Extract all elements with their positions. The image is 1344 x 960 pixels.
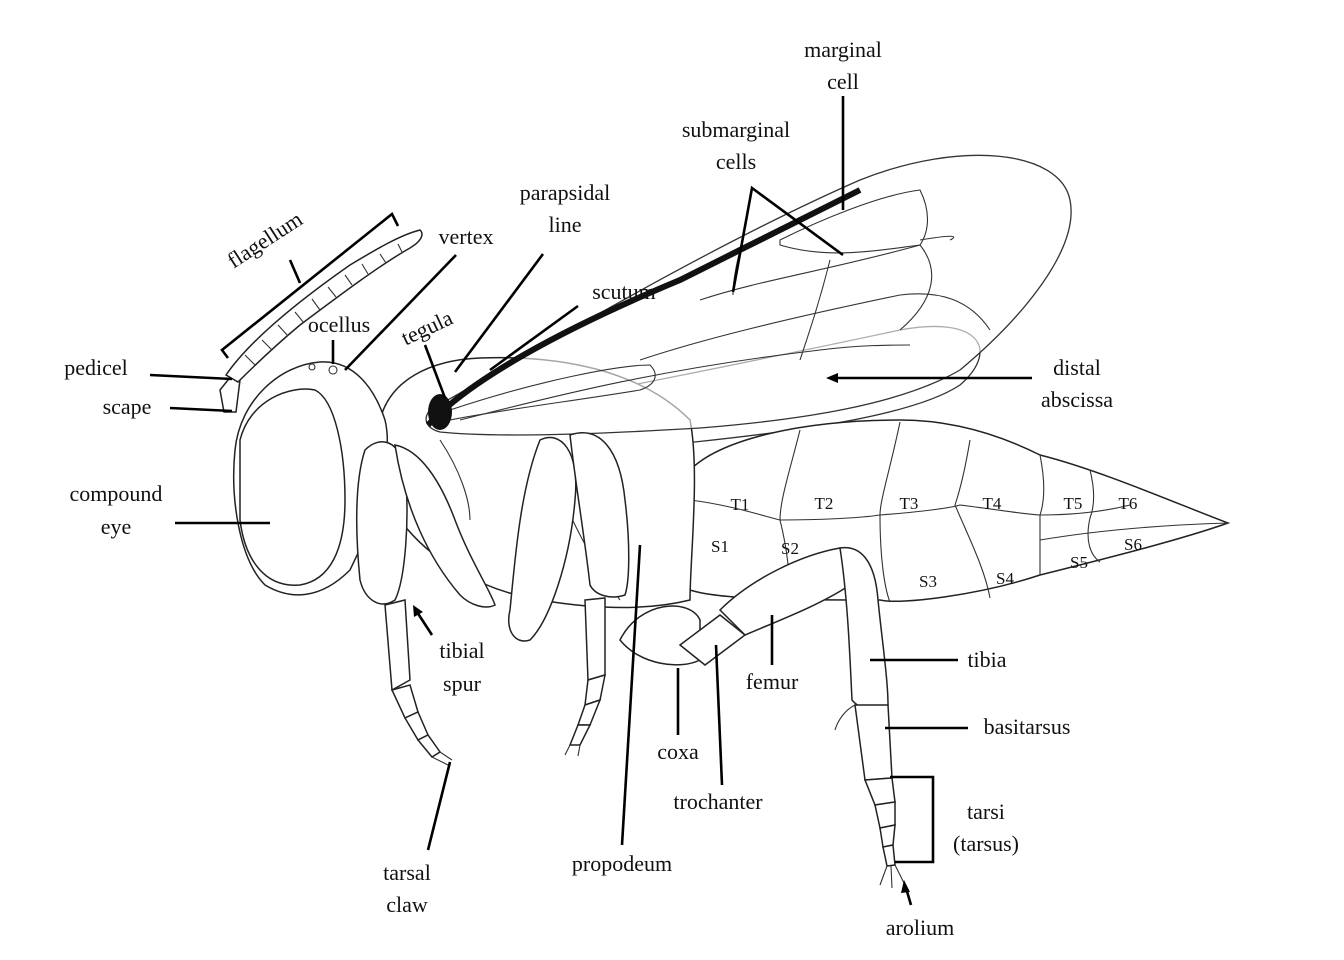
label-femur: femur [746,669,799,694]
label-sternum-3: S3 [919,572,937,591]
label-flagellum: flagellum [223,206,307,273]
label-submarginal-cells-1: submarginal [682,117,790,142]
label-tibial-spur-1: tibial [439,638,484,663]
label-tarsal-claw-1: tarsal [383,860,431,885]
leader-flagellum [288,259,302,284]
label-tergum-1: T1 [731,495,750,514]
leader-tegula [423,344,447,399]
label-parapsidal-line-1: parapsidal [520,180,610,205]
leader-pedicel [149,373,233,381]
leader-tarsal-claw [426,761,452,851]
label-marginal-cell-1: marginal [804,37,882,62]
tegula-shape [428,394,452,430]
leader-trochanter [714,644,724,786]
leader-scape [169,406,233,413]
coxa-shape [619,605,701,666]
label-coxa: coxa [657,739,699,764]
hind-leg [619,546,906,889]
label-tergum-3: T3 [900,494,919,513]
front-leg [355,441,496,766]
label-ocellus: ocellus [308,312,370,337]
label-compound-eye-2: eye [101,514,132,539]
label-tibial-spur-2: spur [443,671,482,696]
label-distal-abscissa-2: abscissa [1041,387,1113,412]
leader-propodeum [620,544,642,846]
arrow-tibial-spur [413,605,423,617]
leader-vertex [344,254,457,371]
label-pedicel: pedicel [64,355,128,380]
ocellus-shape [328,365,338,375]
compound-eye-shape [239,388,346,586]
segment-labels: T1 T2 T3 T4 T5 T6 S1 S2 S3 S4 S5 S6 [711,494,1142,591]
label-tergum-5: T5 [1064,494,1083,513]
leader-tibial-spur [415,611,434,636]
label-tergum-4: T4 [983,494,1002,513]
label-distal-abscissa-1: distal [1053,355,1101,380]
label-propodeum: propodeum [572,851,672,876]
label-sternum-6: S6 [1124,535,1142,554]
leader-parapsidal-line [453,253,545,373]
leader-lines [149,96,1032,906]
label-compound-eye-1: compound [70,481,163,506]
label-basitarsus: basitarsus [984,714,1071,739]
leader-submarginal-cells [731,185,844,293]
basitarsus-shape [854,704,893,781]
label-tergum-2: T2 [815,494,834,513]
label-tergum-6: T6 [1119,494,1138,513]
arrow-distal-abscissa [826,373,838,383]
label-submarginal-cells-2: cells [716,149,756,174]
label-sternum-2: S2 [781,539,799,558]
label-vertex: vertex [439,224,494,249]
label-tarsi-1: tarsi [967,799,1005,824]
head [233,361,389,596]
middle-leg [508,432,630,757]
leader-scutum [489,304,579,372]
bracket-flagellum [220,211,400,359]
label-scutum: scutum [592,279,656,304]
arrow-arolium [901,880,910,893]
label-tarsal-claw-2: claw [386,892,428,917]
label-tegula: tegula [397,305,456,350]
abdomen [681,419,1231,603]
label-trochanter: trochanter [673,789,763,814]
bracket-tarsi [890,775,935,864]
label-sternum-1: S1 [711,537,729,556]
label-sternum-5: S5 [1070,553,1088,572]
label-scape: scape [103,394,152,419]
forewing [425,154,1072,436]
label-tarsi-2: (tarsus) [953,831,1019,856]
antenna [219,229,423,413]
label-marginal-cell-2: cell [827,69,859,94]
label-sternum-4: S4 [996,569,1014,588]
label-parapsidal-line-2: line [549,212,582,237]
label-tibia: tibia [967,647,1006,672]
label-arolium: arolium [886,915,954,940]
